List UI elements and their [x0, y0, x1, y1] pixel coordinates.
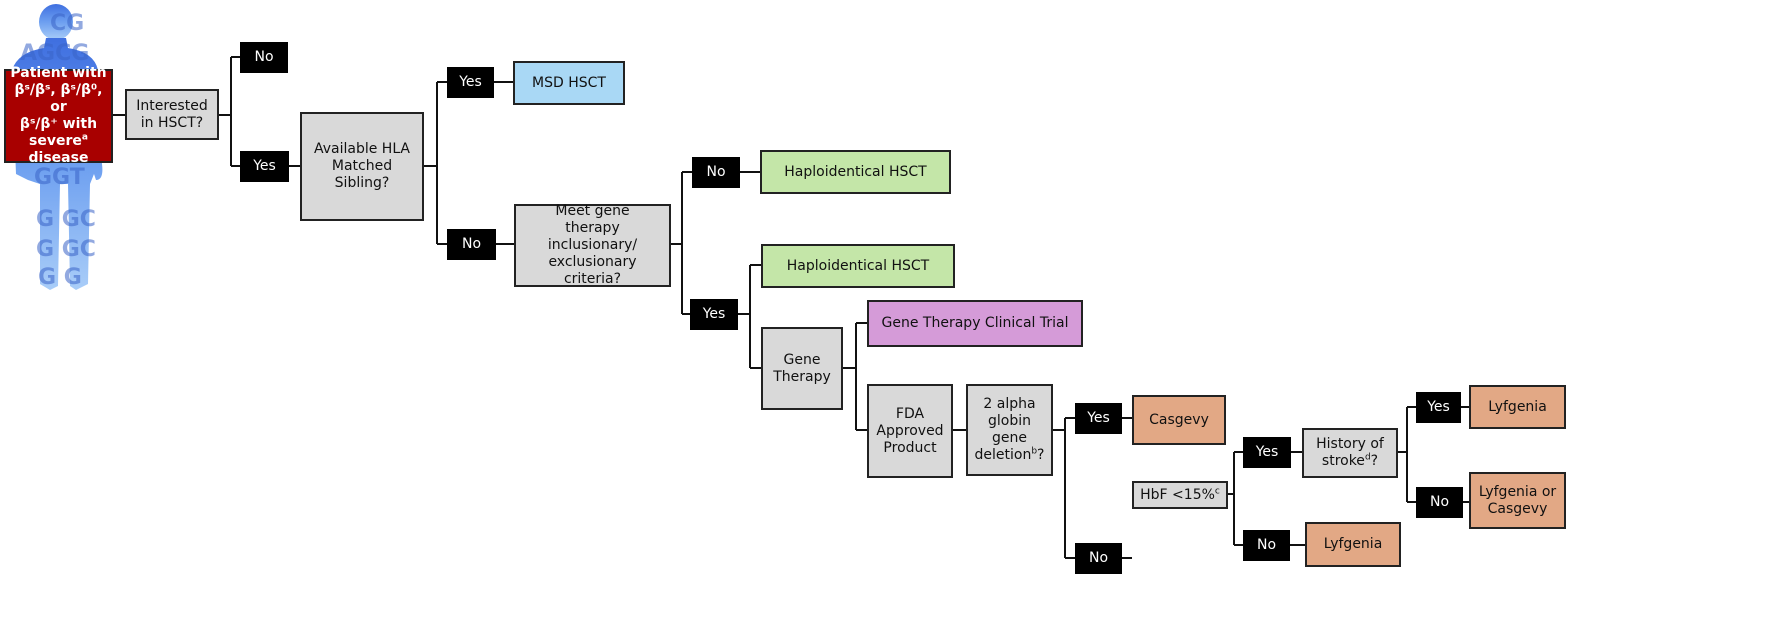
lyfgenia-outcome-2: Lyfgenia	[1305, 522, 1401, 567]
footnote-b: b	[1031, 446, 1038, 457]
no-label-interest: No	[240, 42, 288, 73]
patient-line-3: βˢ/β⁺ with	[19, 116, 98, 132]
gene-therapy-box: Gene Therapy	[761, 327, 843, 410]
alpha-globin-pre: 2 alpha globin gene deletion	[974, 396, 1036, 463]
yes-label-hla: Yes	[447, 67, 494, 98]
interested-in-hsct-question: Interested in HSCT?	[125, 89, 219, 140]
patient-line-1: Patient with	[10, 65, 107, 81]
no-label-hbf: No	[1243, 530, 1290, 561]
hbf-text: HbF <15%c	[1140, 485, 1220, 504]
lyfgenia-outcome-1: Lyfgenia	[1469, 385, 1566, 429]
lyfgenia-or-casgevy-outcome: Lyfgenia or Casgevy	[1469, 472, 1566, 529]
yes-label-stroke: Yes	[1416, 392, 1461, 423]
msd-hsct-outcome: MSD HSCT	[513, 61, 625, 105]
gene-therapy-criteria-question: Meet gene therapy inclusionary/ exclusio…	[514, 203, 671, 287]
casgevy-outcome: Casgevy	[1132, 395, 1226, 445]
patient-line-4-post: disease	[28, 150, 89, 166]
patient-criteria-box: Patient with βˢ/βˢ, βˢ/β⁰, or βˢ/β⁺ with…	[4, 65, 113, 166]
svg-text:G G: G G	[38, 265, 82, 290]
no-label-stroke: No	[1416, 487, 1463, 518]
stroke-pre: History of stroke	[1316, 436, 1384, 469]
haploidentical-hsct-outcome-2: Haploidentical HSCT	[761, 244, 955, 288]
yes-label-hbf: Yes	[1243, 437, 1291, 468]
fda-approved-product-box: FDA Approved Product	[867, 384, 953, 478]
yes-label-alpha: Yes	[1075, 403, 1122, 434]
hla-matched-sibling-question: Available HLA Matched Sibling?	[300, 112, 424, 221]
patient-line-2: βˢ/βˢ, βˢ/β⁰, or	[14, 82, 103, 115]
alpha-globin-text: 2 alpha globin gene deletionb?	[972, 396, 1047, 464]
svg-text:G GC: G GC	[36, 207, 96, 232]
yes-label-criteria: Yes	[690, 299, 738, 330]
yes-label-interest: Yes	[240, 151, 289, 182]
svg-text:CG: CG	[50, 11, 84, 36]
patient-line-4: severea disease	[6, 133, 111, 167]
history-of-stroke-question: History of stroked?	[1302, 428, 1398, 478]
haploidentical-hsct-outcome-1: Haploidentical HSCT	[760, 150, 951, 194]
no-label-alpha: No	[1075, 543, 1122, 574]
alpha-globin-deletion-question: 2 alpha globin gene deletionb?	[966, 384, 1053, 476]
footnote-d: d	[1364, 452, 1371, 463]
hbf-pre: HbF <15%	[1140, 486, 1215, 503]
gene-therapy-clinical-trial-outcome: Gene Therapy Clinical Trial	[867, 300, 1083, 347]
footnote-c: c	[1214, 485, 1220, 496]
stroke-post: ?	[1370, 453, 1379, 469]
footnote-a: a	[81, 132, 88, 143]
svg-text:AGCG: AGCG	[20, 41, 89, 66]
no-label-hla: No	[447, 229, 496, 260]
stroke-text: History of stroked?	[1308, 436, 1392, 470]
hbf-question: HbF <15%c	[1132, 481, 1228, 509]
svg-text:GGT: GGT	[34, 165, 85, 190]
patient-line-4-pre: severe	[29, 133, 82, 149]
alpha-globin-post: ?	[1037, 447, 1045, 463]
no-label-criteria: No	[692, 157, 740, 188]
svg-text:G GC: G GC	[36, 237, 96, 262]
